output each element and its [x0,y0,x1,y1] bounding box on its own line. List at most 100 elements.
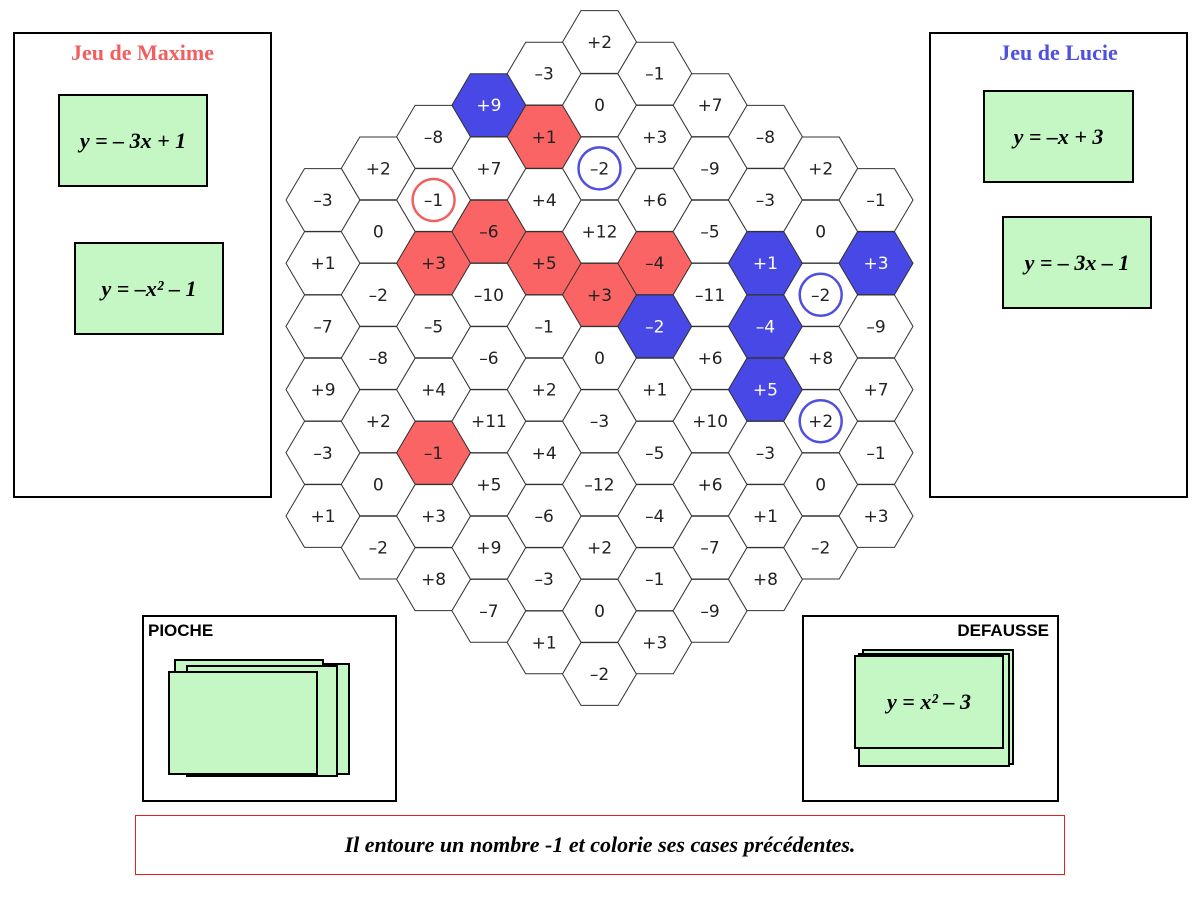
hex-cell[interactable]: +9 [451,515,527,580]
hand-card-lucie-2[interactable]: y = – 3x – 1 [1002,216,1152,309]
hex-cell[interactable]: +12 [561,199,638,264]
hex-value: +5 [476,475,501,495]
hex-value: 0 [373,223,384,243]
hex-value: –2 [590,665,609,685]
hex-cell[interactable]: –2 [561,642,638,706]
hex-value: +7 [863,381,888,401]
hex-cell[interactable]: +8 [396,547,472,612]
hex-cell[interactable]: –9 [672,578,748,643]
hex-value: –1 [866,191,885,211]
hex-value: 0 [594,602,605,622]
discard-pile-label: DEFAUSSE [957,621,1049,640]
hex-cell[interactable]: +8 [727,547,803,612]
hex-value: +9 [310,381,335,401]
hex-cell[interactable]: +3 [838,484,914,548]
hex-value: +5 [753,381,778,401]
hex-cell[interactable]: +1 [617,357,693,422]
player-title-maxime: Jeu de Maxime [71,40,214,65]
hex-cell[interactable]: –4 [727,294,803,359]
hex-value: –3 [756,191,775,211]
hex-value: –2 [811,539,830,559]
hex-cell[interactable]: –4 [617,231,693,296]
hex-cell[interactable]: +2 [783,136,859,201]
hex-value: +8 [421,570,446,590]
hex-value: +12 [582,223,618,243]
hex-value: –4 [645,254,664,274]
hex-value: –1 [535,317,554,337]
hex-value: +9 [476,96,501,116]
hex-value: +7 [476,159,501,179]
hex-value: 0 [815,475,826,495]
hand-card-lucie-1[interactable]: y = –x + 3 [983,90,1134,183]
hex-value: +2 [808,412,833,432]
hex-cell[interactable]: –7 [285,294,361,359]
hand-card-maxime-1[interactable]: y = – 3x + 1 [58,94,208,187]
hex-value: +4 [421,381,446,401]
hex-value: +3 [863,507,888,527]
hex-value: +1 [310,254,335,274]
hex-value: +6 [698,475,723,495]
hex-cell[interactable]: –11 [672,262,748,327]
hex-value: +3 [587,286,612,306]
hex-cell[interactable]: +7 [672,73,748,138]
player-panel-lucie: Jeu de Lucie y = –x + 3 y = – 3x – 1 [929,32,1188,498]
hex-value: +2 [366,159,391,179]
hex-value: +7 [698,96,723,116]
discard-pile-panel: DEFAUSSE y = x² – 3 [802,615,1059,802]
hex-cell[interactable]: +10 [672,389,748,454]
player-title-lucie: Jeu de Lucie [999,40,1118,65]
hex-value: +1 [310,507,335,527]
hex-cell[interactable]: +1 [727,231,803,296]
hex-value: +1 [532,633,557,653]
hex-cell[interactable]: +4 [396,357,472,422]
hex-cell[interactable]: +11 [451,389,527,454]
hex-value: +2 [587,33,612,53]
hex-value: +3 [642,633,667,653]
hex-value: +2 [366,412,391,432]
hex-value: 0 [373,475,384,495]
game-message: Il entoure un nombre -1 et colorie ses c… [135,815,1065,875]
hex-cell[interactable]: +9 [285,357,361,422]
hex-cell[interactable]: +2 [783,389,859,454]
hex-value: –4 [645,507,664,527]
hand-card-maxime-2[interactable]: y = –x² – 1 [74,242,224,335]
hex-value: –5 [424,317,443,337]
hex-value: –3 [313,444,332,464]
hex-value: +1 [642,381,667,401]
hex-cell[interactable]: –6 [451,326,527,390]
hex-cell[interactable]: +4 [506,420,582,485]
hex-cell[interactable]: +3 [617,610,693,675]
hex-cell[interactable]: +9 [451,73,527,138]
hex-value: –9 [700,602,719,622]
draw-pile-panel: PIOCHE [142,615,397,802]
hex-value: –9 [700,159,719,179]
hex-value: +6 [642,191,667,211]
hex-value: +5 [532,254,557,274]
hex-cell[interactable]: +1 [506,104,582,169]
hex-cell[interactable]: –2 [783,515,859,580]
circled-number-ring [411,177,456,223]
hex-cell[interactable]: +3 [838,231,914,296]
hex-cell[interactable]: –1 [838,420,914,485]
hex-value: –7 [479,602,498,622]
hex-value: –7 [313,317,332,337]
hex-cell[interactable]: –2 [340,515,416,580]
hex-value: +3 [863,254,888,274]
hex-cell[interactable]: +6 [672,452,748,517]
hex-cell[interactable]: +1 [285,231,361,296]
hex-value: –1 [424,444,443,464]
hex-value: –5 [700,223,719,243]
hex-cell[interactable]: –9 [838,294,914,359]
discard-top-card[interactable]: y = x² – 3 [854,655,1004,749]
hex-cell[interactable]: –3 [727,168,803,232]
circled-number-ring [798,272,843,318]
hex-value: +6 [698,349,723,369]
hex-value: –8 [756,128,775,148]
draw-pile-stack[interactable] [144,617,395,800]
hex-value: –1 [866,444,885,464]
hex-value: +11 [471,412,507,432]
hex-cell[interactable]: +2 [340,389,416,454]
hex-value: +1 [532,128,557,148]
hex-value: +10 [692,412,728,432]
hex-cell[interactable]: –1 [617,41,693,106]
